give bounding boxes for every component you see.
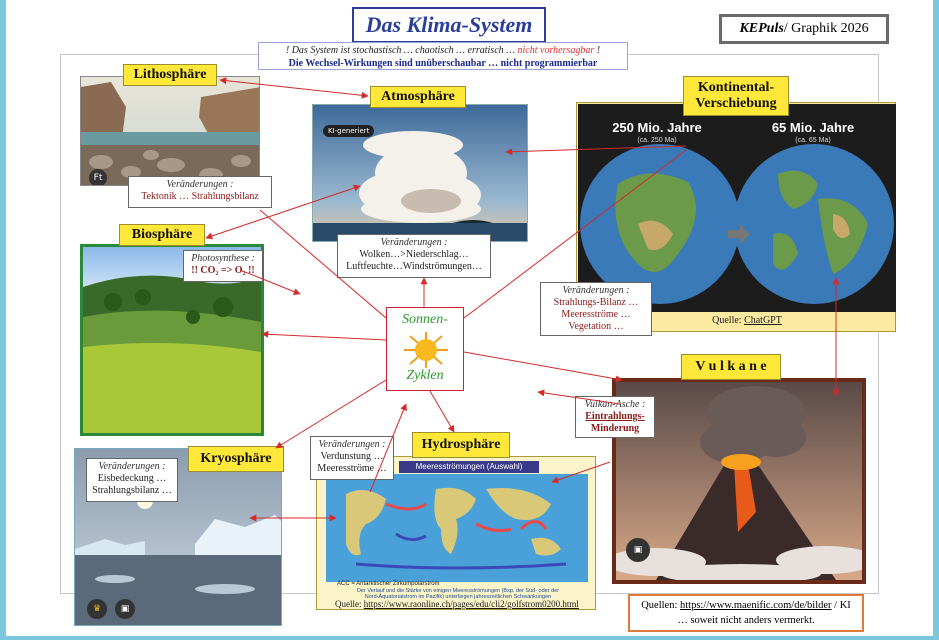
sun-cycles-bottom: Zyklen [406,368,444,383]
ai-generated-badge: KI-generiert [323,125,375,137]
chatgpt-link[interactable]: ChatGPT [744,315,782,326]
subtitle-line-1: ! Das System ist stochastisch … chaotisc… [285,45,601,56]
cryosphere-note-body-2: Strahlungsbilanz … [92,485,172,496]
continental-note-body-3: Vegetation … [568,321,624,332]
atmosphere-note-head: Veränderungen : [380,237,448,248]
raonline-link[interactable]: https://www.raonline.ch/pages/edu/cli2/g… [363,599,579,609]
sun-cycles-box: Sonnen- Zyklen [386,307,464,391]
lithosphere-note: Veränderungen : Tektonik … Strahlungsbil… [128,176,272,208]
hydrosphere-label: Hydrosphäre [412,432,510,458]
sources-line-1: Quellen: https://www.maenific.com/de/bil… [630,598,862,613]
sources-box: Quellen: https://www.maenific.com/de/bil… [628,594,864,632]
volcano-note: Vulkan-Asche : Eintrahlungs- Minderung [575,396,655,438]
sun-cycles-top: Sonnen- [402,312,448,327]
credit-box: KEPuls / Graphik 2026 [719,14,889,44]
image-icon: ▣ [115,599,135,619]
cryosphere-note-head: Veränderungen : [98,461,166,472]
atmosphere-note-body-1: Wolken…>Niederschlag… [359,249,469,260]
right-frame [933,0,939,640]
hydrosphere-note-head: Veränderungen : [318,439,386,450]
subtitle-line-2: Die Wechsel-Wirkungen sind unüberschauba… [288,58,598,69]
continental-left-title: 250 Mio. Jahre [612,120,702,135]
cryosphere-note-body-1: Eisbedeckung … [97,473,167,484]
title-box: Das Klima-System [352,7,546,43]
continental-source-prefix: Quelle: [712,315,745,326]
ocean-map-footer-1: ACC = Antarktischer Zirkumpolarstrom [337,581,440,587]
biosphere-note-body: !! CO₂ => O₂ !! [191,265,255,276]
photo-credit-badge: Ft [89,169,107,185]
continental-label-line-2: Verschiebung [695,96,777,111]
ocean-map-footer-3: Nord-Äquatorialstrom im Pazifik) unterli… [364,594,552,600]
atmosphere-label: Atmosphäre [370,86,466,108]
continental-right-subtitle: (ca. 65 Ma) [795,137,831,144]
lithosphere-note-head: Veränderungen : [166,179,234,190]
sources-suffix: / KI [831,600,851,611]
subtitle-line-1-text: Das System ist stochastisch … chaotisch … [291,45,518,56]
maenific-link[interactable]: https://www.maenific.com/de/bilder [679,600,832,611]
volcano-image [616,382,862,580]
subtitle-emphasis: nicht vorhersagbar [517,45,595,56]
sources-prefix: Quellen: [641,600,680,611]
page-title: Das Klima-System [365,12,533,37]
crown-icon: ♛ [87,599,107,619]
ocean-map-source: Quelle: https://www.raonline.ch/pages/ed… [321,599,593,609]
sun-icon [404,332,448,368]
ocean-map-header: Meeresströmungen (Auswahl) [399,461,539,473]
bottom-frame [0,636,939,640]
left-frame [0,0,6,640]
biosphere-note-head: Photosynthese : [191,253,255,264]
credit-name: KEPuls [739,21,784,36]
hydrosphere-panel: Meeresströmungen (Auswahl) ACC = Antarkt… [316,456,596,610]
atmosphere-note-body-2: Luftfeuchte…Windströmungen… [346,261,482,272]
ocean-map-footer-2: Der Verlauf und die Stärke von einigen M… [356,588,560,594]
lithosphere-photo: Ft [80,76,260,186]
atmosphere-photo: KI-generiert [312,104,528,242]
hydrosphere-note-body-2: Meeresströme … [317,463,387,474]
volcano-note-head: Vulkan-Asche : [584,399,646,410]
volcano-photo: ▣ [612,378,866,584]
sources-line-2: … soweit nicht anders vermerkt. [677,615,815,626]
atmosphere-note: Veränderungen : Wolken…>Niederschlag… Lu… [337,234,491,278]
image-icon: ▣ [626,538,650,562]
continental-note-body-2: Meeresströme … [561,309,631,320]
volcano-label: V u l k a n e [681,354,781,380]
subtitle-box: ! Das System ist stochastisch … chaotisc… [258,42,628,70]
ocean-map-source-prefix: Quelle: [335,599,364,609]
continental-source: Quelle: ChatGPT [677,315,817,326]
lithosphere-note-body: Tektonik … Strahlungsbilanz [141,191,259,202]
volcano-note-body-2: Minderung [590,423,640,434]
continental-right-title: 65 Mio. Jahre [771,120,855,135]
continental-note: Veränderungen : Strahlungs-Bilanz … Meer… [540,282,652,336]
lithosphere-label: Lithosphäre [123,64,217,86]
continental-map [578,104,896,312]
continental-note-head: Veränderungen : [562,285,630,296]
continental-note-body-1: Strahlungs-Bilanz … [553,297,639,308]
credit-rest: / Graphik 2026 [783,21,869,36]
hydrosphere-note: Veränderungen : Verdunstung … Meeresströ… [310,436,394,480]
biosphere-label: Biosphäre [119,224,205,246]
volcano-note-body-1: Eintrahlungs- [585,411,645,422]
cryosphere-label: Kryosphäre [188,446,284,472]
continental-label: Kontinental- Verschiebung [683,76,789,116]
coast-image [81,77,259,185]
cryosphere-note: Veränderungen : Eisbedeckung … Strahlung… [86,458,178,502]
continental-label-line-1: Kontinental- [697,80,775,95]
hydrosphere-note-body-1: Verdunstung … [320,451,384,462]
biosphere-note: Photosynthese : !! CO₂ => O₂ !! [183,250,263,282]
ocean-currents-map [326,474,588,582]
continental-left-subtitle: (ca. 250 Ma) [637,137,677,144]
